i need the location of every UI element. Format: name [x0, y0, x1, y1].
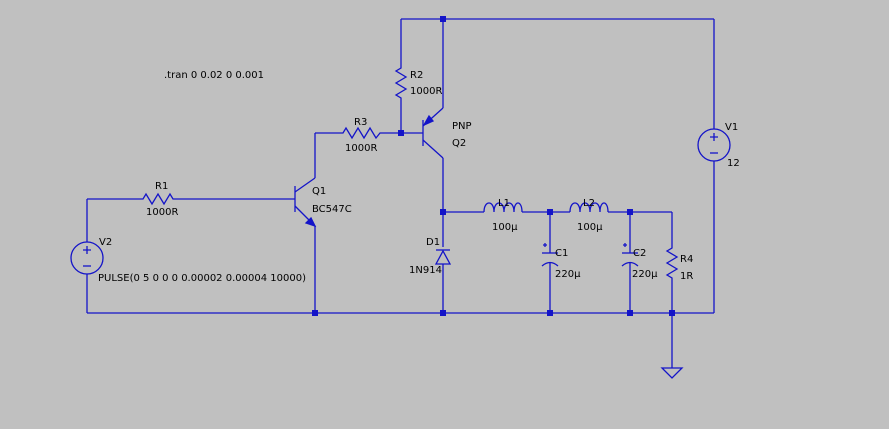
junction-dot: [547, 209, 553, 215]
transistor-collector: [422, 139, 444, 159]
voltage-source-v1[interactable]: [697, 128, 731, 162]
arrow-icon: [422, 114, 435, 127]
junction-dot: [547, 310, 553, 316]
plus-icon: [543, 243, 547, 247]
r2-value-label: 1000R: [410, 86, 442, 97]
r4-value-label: 1R: [680, 271, 693, 282]
c2-value-label: 220µ: [632, 269, 658, 280]
q2-model-label: PNP: [452, 121, 472, 132]
capacitor-plate-bottom: [621, 261, 639, 267]
transistor-collector: [294, 177, 316, 193]
junction-dot: [440, 310, 446, 316]
r1-value-label: 1000R: [146, 207, 178, 218]
r3-name-label: R3: [354, 117, 367, 128]
junction-dot: [440, 16, 446, 22]
l2-value-label: 100µ: [577, 222, 603, 233]
capacitor-plate-bottom: [541, 261, 559, 267]
plus-icon: [710, 133, 718, 141]
junction-dot: [627, 310, 633, 316]
diode-icon: [434, 249, 452, 265]
r2-name-label: R2: [410, 70, 423, 81]
junctions: [312, 16, 675, 316]
capacitor-c2[interactable]: [621, 243, 639, 267]
r3-value-label: 1000R: [345, 143, 377, 154]
arrow-icon: [304, 216, 317, 228]
resistor-r2[interactable]: [394, 64, 408, 100]
resistor-icon: [139, 192, 175, 206]
junction-dot: [398, 130, 404, 136]
junction-dot: [440, 209, 446, 215]
inductor-icon: [483, 202, 523, 213]
voltage-source-v2[interactable]: [70, 241, 104, 275]
inductor-l1[interactable]: [483, 202, 523, 213]
q1-model-label: BC547C: [312, 204, 352, 215]
ground-symbol[interactable]: [660, 367, 684, 379]
d1-name-label: D1: [426, 237, 440, 248]
q2-name-label: Q2: [452, 138, 466, 149]
resistor-r1[interactable]: [139, 192, 175, 206]
resistor-icon: [339, 126, 385, 140]
plus-icon: [83, 246, 91, 254]
resistor-r3[interactable]: [339, 126, 385, 140]
v2-name-label: V2: [99, 237, 112, 248]
resistor-icon: [394, 64, 408, 100]
c2-name-label: C2: [633, 248, 646, 259]
diode-d1[interactable]: [434, 249, 452, 265]
l1-name-label: L1: [498, 198, 510, 209]
inductor-l2[interactable]: [569, 202, 609, 213]
r4-name-label: R4: [680, 254, 693, 265]
c1-name-label: C1: [555, 248, 568, 259]
resistor-r4[interactable]: [665, 244, 679, 280]
plus-icon: [623, 243, 627, 247]
voltage-source-icon: [697, 128, 731, 162]
junction-dot: [627, 209, 633, 215]
v1-name-label: V1: [725, 122, 738, 133]
junction-dot: [312, 310, 318, 316]
wires: [86, 18, 715, 368]
resistor-icon: [665, 244, 679, 280]
q1-name-label: Q1: [312, 186, 326, 197]
spice-directive[interactable]: .tran 0 0.02 0 0.001: [164, 70, 264, 81]
d1-model-label: 1N914: [409, 265, 442, 276]
capacitor-c1[interactable]: [541, 243, 559, 267]
inductor-icon: [569, 202, 609, 213]
npn-transistor-q1[interactable]: [294, 177, 317, 228]
voltage-source-icon: [70, 241, 104, 275]
ground-icon: [660, 367, 684, 379]
v2-value-label: PULSE(0 5 0 0 0 0.00002 0.00004 10000): [98, 273, 306, 284]
junction-dot: [669, 310, 675, 316]
v1-value-label: 12: [727, 158, 740, 169]
c1-value-label: 220µ: [555, 269, 581, 280]
l2-name-label: L2: [583, 198, 595, 209]
r1-name-label: R1: [155, 181, 168, 192]
pnp-transistor-q2[interactable]: [422, 107, 444, 159]
l1-value-label: 100µ: [492, 222, 518, 233]
